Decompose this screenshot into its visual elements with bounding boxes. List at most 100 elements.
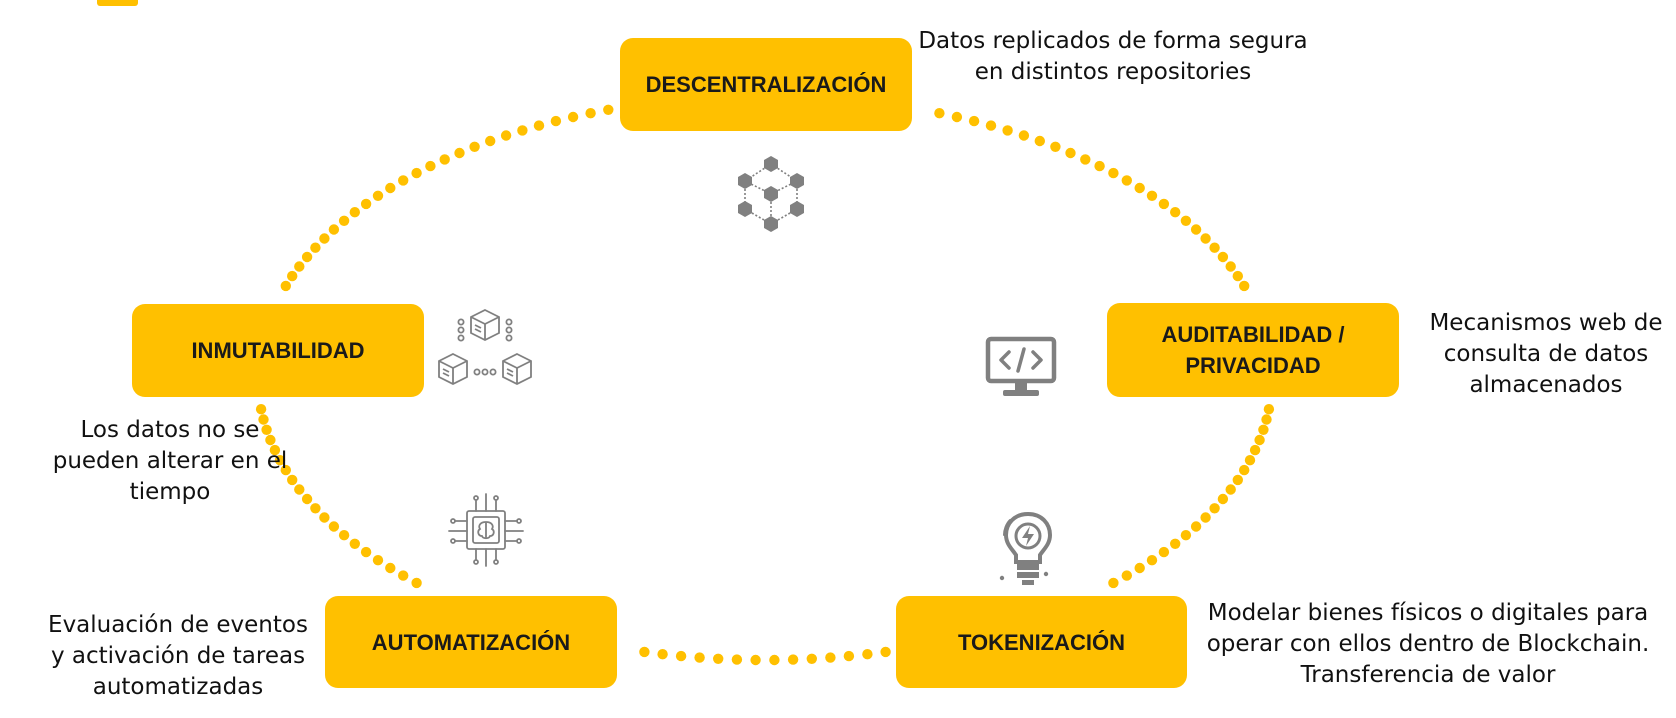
ring-dot <box>825 652 836 663</box>
ring-dot <box>694 652 705 663</box>
ring-dot <box>675 650 687 662</box>
desc-automatizacion: Evaluación de eventos y activación de ta… <box>48 612 308 700</box>
ring-dot <box>1134 182 1145 194</box>
pill-descentralizacion: DESCENTRALIZACIÓN <box>620 38 912 131</box>
ring-dot <box>1180 530 1192 541</box>
pill-auditabilidad: AUDITABILIDAD / PRIVACIDAD <box>1107 303 1399 397</box>
ring-dot <box>349 538 360 549</box>
lightbulb-idea-icon <box>999 511 1053 585</box>
ring-dot <box>639 646 650 658</box>
ring-dot <box>411 167 422 179</box>
ring-dot <box>1254 434 1265 446</box>
ring-dot <box>319 512 330 523</box>
ring-dot <box>1180 215 1192 226</box>
ring-dot <box>372 190 384 201</box>
ring-dot <box>294 484 305 495</box>
ring-dot <box>500 130 512 141</box>
ring-dot <box>1034 135 1046 147</box>
pill-auditabilidad-label: AUDITABILIDAD / PRIVACIDAD <box>1161 322 1345 378</box>
ring-dot <box>398 175 409 186</box>
pill-tokenizacion-label: TOKENIZACIÓN <box>957 629 1126 655</box>
ring-dot <box>328 224 340 235</box>
desc-auditabilidad: Mecanismos web de consulta de datos alma… <box>1429 310 1663 398</box>
ring-dot <box>750 654 761 666</box>
ring-dot <box>1121 570 1133 581</box>
ring-dot <box>274 455 286 466</box>
pill-inmutabilidad-label: INMUTABILIDAD <box>191 338 365 363</box>
ring-dot <box>1190 224 1202 235</box>
ring-dot <box>1170 538 1181 549</box>
desc-descentralizacion: Datos replicados de forma segura en dist… <box>918 28 1308 85</box>
ring-dot <box>1244 455 1256 466</box>
ring-dot <box>280 464 291 476</box>
ring-dot <box>985 120 997 131</box>
ring-dot <box>769 654 780 666</box>
ring-dot <box>1170 207 1181 218</box>
ring-dot <box>349 207 360 218</box>
ring-dot <box>787 654 799 665</box>
ring-dot <box>1002 125 1013 136</box>
ring-dot <box>360 546 372 558</box>
ring-dot <box>533 120 545 131</box>
ai-chip-icon <box>448 493 524 567</box>
ring-dot <box>265 434 276 446</box>
pill-automatizacion: AUTOMATIZACIÓN <box>325 596 617 688</box>
ring-dot <box>301 251 313 263</box>
ring-dot <box>1146 190 1158 201</box>
ring-dot <box>1094 160 1105 172</box>
ring-dot <box>485 135 496 147</box>
ring-dot <box>411 577 422 589</box>
ring-dot <box>255 404 267 415</box>
ring-dot <box>1225 484 1236 495</box>
corner-accent-mark <box>97 0 138 6</box>
ring-dot <box>1232 474 1244 486</box>
ring-dot <box>287 270 298 282</box>
ring-dot <box>517 125 528 136</box>
ring-dot <box>1232 270 1244 282</box>
ring-dot <box>385 182 396 194</box>
ring-dot <box>360 198 372 210</box>
ring-dot <box>1200 512 1211 523</box>
ring-dot <box>1239 464 1250 476</box>
ring-dot <box>843 650 855 662</box>
ring-dot <box>385 562 396 574</box>
ring-dot <box>934 108 945 119</box>
ring-dot <box>968 115 980 127</box>
ring-dot <box>269 444 281 456</box>
ring-dot <box>1209 503 1220 514</box>
ring-dot <box>280 280 291 292</box>
ring-dot <box>301 493 313 505</box>
ring-dot <box>1050 141 1061 152</box>
pill-descentralizacion-label: DESCENTRALIZACIÓN <box>645 72 887 97</box>
ring-dot <box>328 521 340 532</box>
ring-dot <box>454 147 465 159</box>
ring-dot <box>310 242 321 253</box>
pill-tokenizacion: TOKENIZACIÓN <box>896 596 1187 688</box>
ring-dot <box>1200 233 1211 244</box>
pill-inmutabilidad: INMUTABILIDAD <box>132 304 424 397</box>
ring-dot <box>862 649 873 660</box>
hexagon-network-icon <box>738 156 804 232</box>
ring-dot <box>338 215 350 226</box>
ring-dot <box>1261 414 1272 425</box>
ring-dot <box>1146 555 1158 566</box>
desc-tokenizacion: Modelar bienes físicos o digitales para … <box>1206 600 1650 688</box>
desc-inmutabilidad: Los datos no se pueden alterar en el tie… <box>52 417 288 505</box>
ring-dot <box>1209 242 1220 253</box>
ring-dot <box>372 555 384 566</box>
ring-dot <box>1263 404 1275 415</box>
ring-dot <box>951 111 963 123</box>
ring-dot <box>1018 130 1030 141</box>
ring-dot <box>1080 154 1091 165</box>
ring-dot <box>439 154 450 165</box>
ring-dot <box>398 570 409 581</box>
ring-dot <box>1249 444 1261 456</box>
ring-dot <box>603 104 614 116</box>
ring-dot <box>319 233 330 244</box>
ring-dot <box>550 115 562 127</box>
ring-dot <box>1134 562 1145 574</box>
ring-dot <box>1225 261 1236 272</box>
ring-dot <box>1108 167 1119 179</box>
ring-dot <box>1217 493 1229 505</box>
ring-dot <box>1158 198 1170 210</box>
